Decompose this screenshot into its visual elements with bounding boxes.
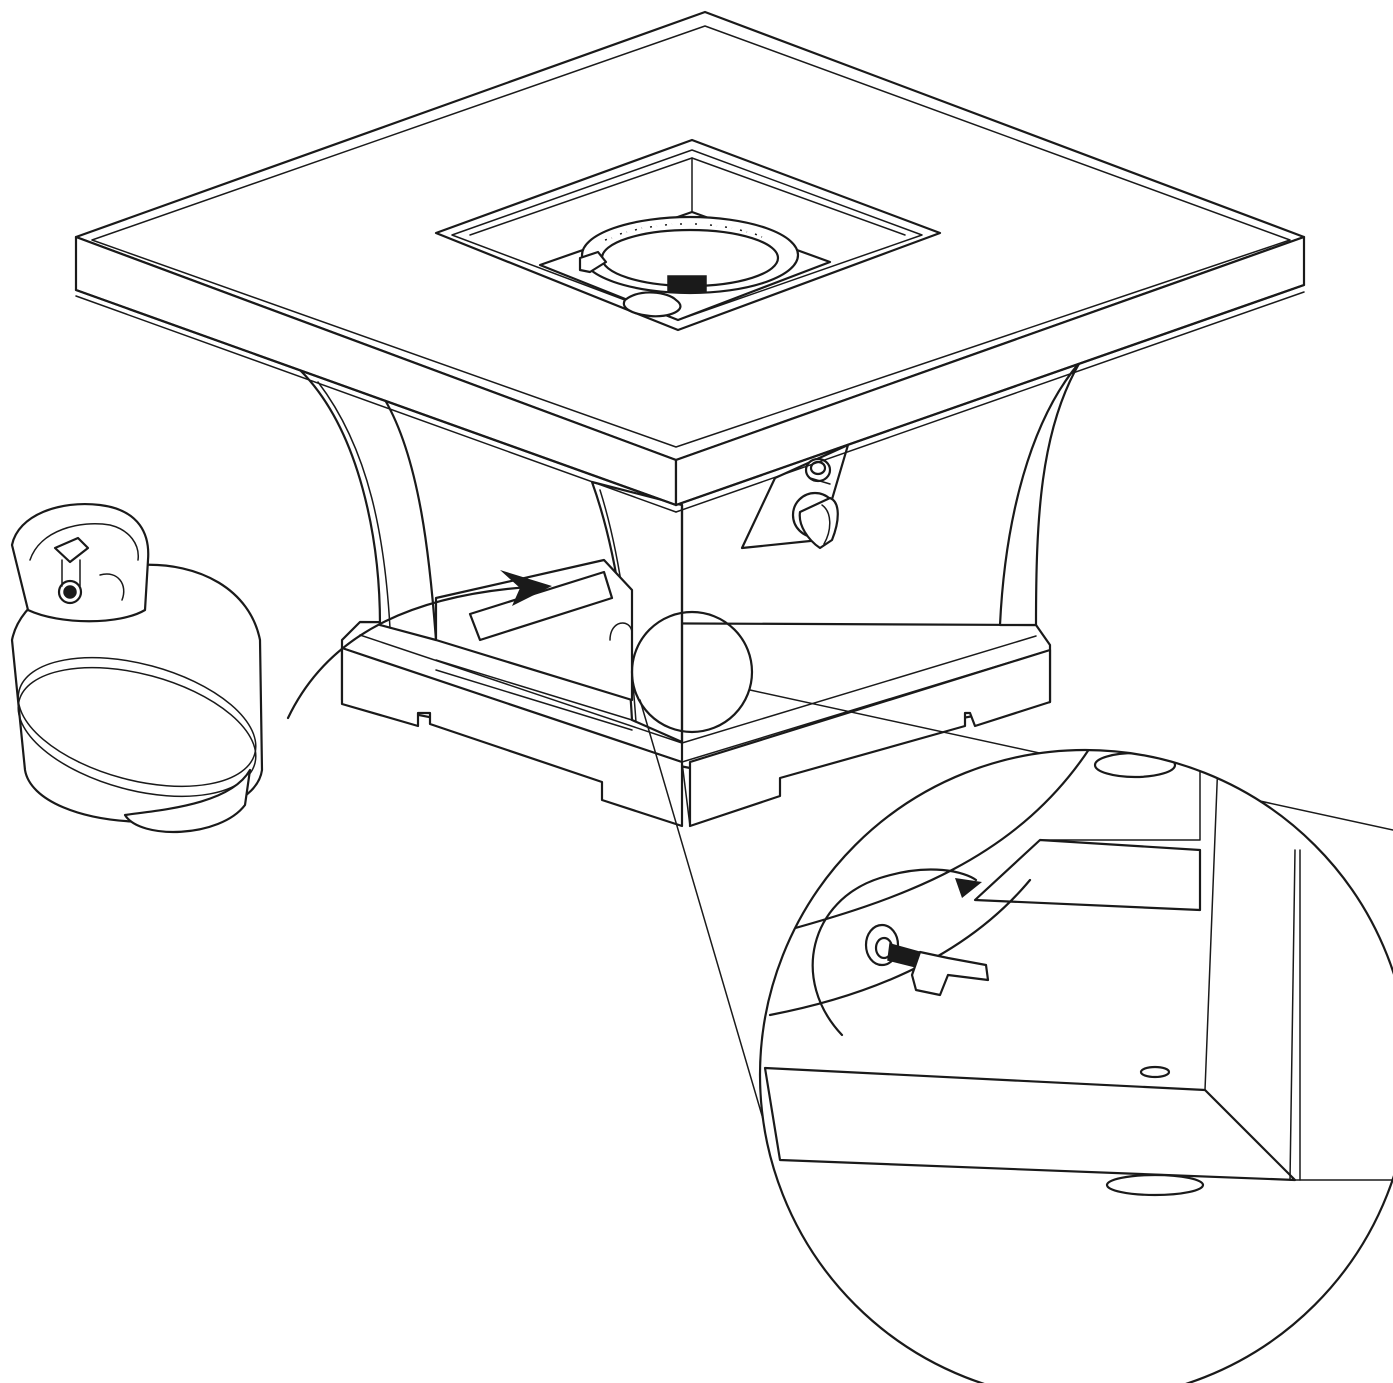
tabletop-bevel bbox=[91, 25, 1291, 448]
burner-wall bbox=[691, 157, 906, 236]
tank-foot-ring bbox=[123, 768, 252, 834]
base-edge-line bbox=[681, 649, 1051, 763]
burner-cap bbox=[578, 250, 608, 274]
tank-tray bbox=[434, 558, 634, 731]
rotation-arrow-head bbox=[955, 878, 982, 898]
tank-valve bbox=[53, 536, 90, 605]
insert-tank-arrow bbox=[286, 584, 547, 720]
tabletop-underside bbox=[675, 291, 1305, 513]
tank-collar-hole bbox=[99, 573, 125, 601]
base-inner-edge bbox=[359, 634, 683, 744]
leg-right-back bbox=[998, 360, 1082, 627]
tighten-rotation-arrow bbox=[811, 868, 978, 1037]
tray-hose-stub bbox=[609, 622, 633, 641]
burner-gas-tube bbox=[622, 291, 682, 318]
tray-front-lip bbox=[435, 669, 633, 731]
mag-top-foot bbox=[1093, 751, 1177, 779]
base-corner-line bbox=[681, 761, 691, 827]
burner-opening bbox=[434, 138, 942, 332]
mag-screw bbox=[1139, 1065, 1171, 1079]
magnified-view bbox=[760, 750, 1393, 1383]
tray-front-lip bbox=[435, 659, 633, 721]
detail-source-circle bbox=[630, 610, 754, 734]
tank-seam bbox=[17, 656, 257, 788]
mag-leg-edge bbox=[1289, 849, 1393, 1181]
tank-seam bbox=[17, 666, 257, 798]
mag-foot bbox=[1105, 1173, 1205, 1197]
insert-arrow-head bbox=[500, 570, 552, 606]
control-knob bbox=[791, 491, 839, 550]
tank-collar-inner bbox=[29, 523, 139, 561]
propane-tank bbox=[10, 503, 264, 834]
burner-frame-inner bbox=[451, 149, 923, 321]
mag-tank-curve bbox=[768, 750, 1097, 937]
base-edge-line bbox=[341, 647, 683, 763]
table-legs bbox=[298, 360, 1082, 762]
tabletop-underside bbox=[74, 288, 678, 507]
tabletop-underside bbox=[674, 283, 1306, 507]
mag-tray-slot bbox=[973, 838, 1202, 912]
base-inner-edge bbox=[681, 635, 1037, 744]
burner-wall bbox=[469, 157, 693, 236]
wing-nut-connector bbox=[864, 923, 990, 997]
base-front-left-face bbox=[340, 646, 684, 828]
callout-leader bbox=[639, 699, 779, 1171]
tabletop-underside bbox=[75, 295, 677, 513]
tray-slot bbox=[468, 570, 614, 642]
igniter-electrode bbox=[667, 275, 707, 293]
base-front-right-face bbox=[688, 648, 1052, 828]
leg-left-front bbox=[298, 368, 438, 642]
detail-magnifier-circle bbox=[758, 748, 1393, 1383]
leg-left-bevel bbox=[317, 381, 391, 629]
